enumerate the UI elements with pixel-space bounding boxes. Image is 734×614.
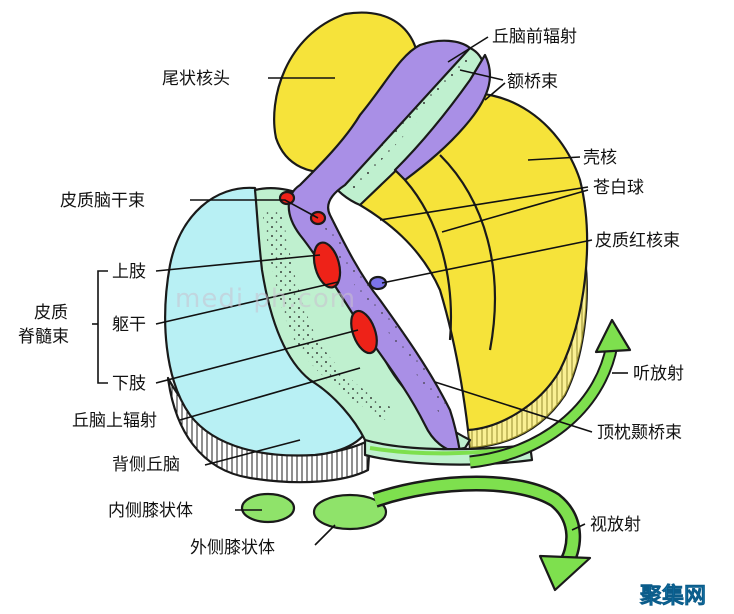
- leader-eqiao-2: [484, 82, 506, 101]
- label-qiunao-shang-fushe: 丘脑上辐射: [72, 411, 157, 431]
- label-cangbai-qiu: 苍白球: [593, 178, 644, 198]
- label-waice-xizhuangti: 外侧膝状体: [190, 538, 275, 558]
- leader-qiunao-qian: [447, 36, 489, 63]
- label-pizhi-honghe-shu: 皮质红核束: [595, 231, 680, 251]
- corticobulbar-red-1: [278, 190, 296, 206]
- leader-eqiao: [459, 69, 504, 81]
- label-pizhi-naogan-shu: 皮质脑干束: [60, 191, 145, 211]
- leader-beice: [204, 439, 301, 466]
- leader-shi: [571, 523, 586, 531]
- capsule-purple-upper: [393, 53, 492, 182]
- leader-cangbai: [379, 186, 589, 221]
- leader-qiunao-shang: [179, 367, 361, 421]
- brand-logo: 聚集网: [639, 583, 706, 609]
- putamen-rim-yellow: [468, 258, 587, 448]
- leader-xia-zhi: [155, 329, 359, 384]
- lateral-geniculate-body: [312, 493, 388, 531]
- pallidus-arc-inner: [404, 179, 453, 341]
- label-shang-zhi: 上肢: [112, 262, 146, 282]
- auditory-radiation-arrowhead: [594, 318, 632, 354]
- label-qiunao-qian-fushe: 丘脑前辐射: [492, 27, 577, 47]
- leader-lines: [92, 36, 628, 546]
- labels: 丘脑前辐射 尾状核头 额桥束 壳核 皮质脑干束 苍白球 皮质红核束 上肢 躯干 …: [18, 27, 684, 558]
- leader-pizhi-honghe: [381, 239, 593, 284]
- leader-waice: [314, 524, 336, 546]
- optic-radiation-arrow-fill: [373, 478, 579, 569]
- label-ke-he: 壳核: [583, 148, 617, 168]
- label-neice-xizhuangti: 内侧膝状体: [108, 501, 193, 521]
- leader-dingzhen: [434, 381, 593, 433]
- label-qu-gan: 躯干: [112, 315, 146, 335]
- label-pizhi-jisui-1: 皮质: [34, 303, 68, 323]
- label-xia-zhi: 下肢: [112, 374, 146, 394]
- leader-pizhi-naogan: [190, 199, 319, 219]
- leader-cangbai-2: [441, 189, 589, 233]
- auditory-radiation-arrow-fill: [469, 344, 617, 467]
- label-shi-fushe: 视放射: [590, 515, 641, 535]
- medial-geniculate-body: [240, 492, 296, 524]
- label-pizhi-jisui-2: 脊髓束: [18, 327, 69, 347]
- bracket: [97, 270, 108, 384]
- label-dingzhen-nieqiao-shu: 顶枕颞桥束: [597, 423, 682, 443]
- corticorubral-blue: [368, 275, 388, 291]
- label-ting-fushe: 听放射: [633, 364, 684, 384]
- leader-qu-gan: [155, 281, 339, 325]
- upper-limb-red: [312, 241, 342, 289]
- label-eqiao-shu: 额桥束: [507, 72, 558, 92]
- anterior-limb-dots: [345, 55, 472, 192]
- watermark-text: medi ph.com: [175, 284, 356, 314]
- lower-limb-red: [350, 309, 378, 355]
- capsule-purple-dots: [322, 215, 450, 415]
- optic-radiation-arrowhead: [538, 554, 592, 592]
- label-weizhuang-hetou: 尾状核头: [162, 69, 230, 89]
- leader-ke: [527, 156, 581, 161]
- leader-shang-zhi: [155, 254, 321, 272]
- label-beice-qiunao: 背侧丘脑: [112, 455, 180, 475]
- pallidus-arc-outer: [439, 154, 496, 351]
